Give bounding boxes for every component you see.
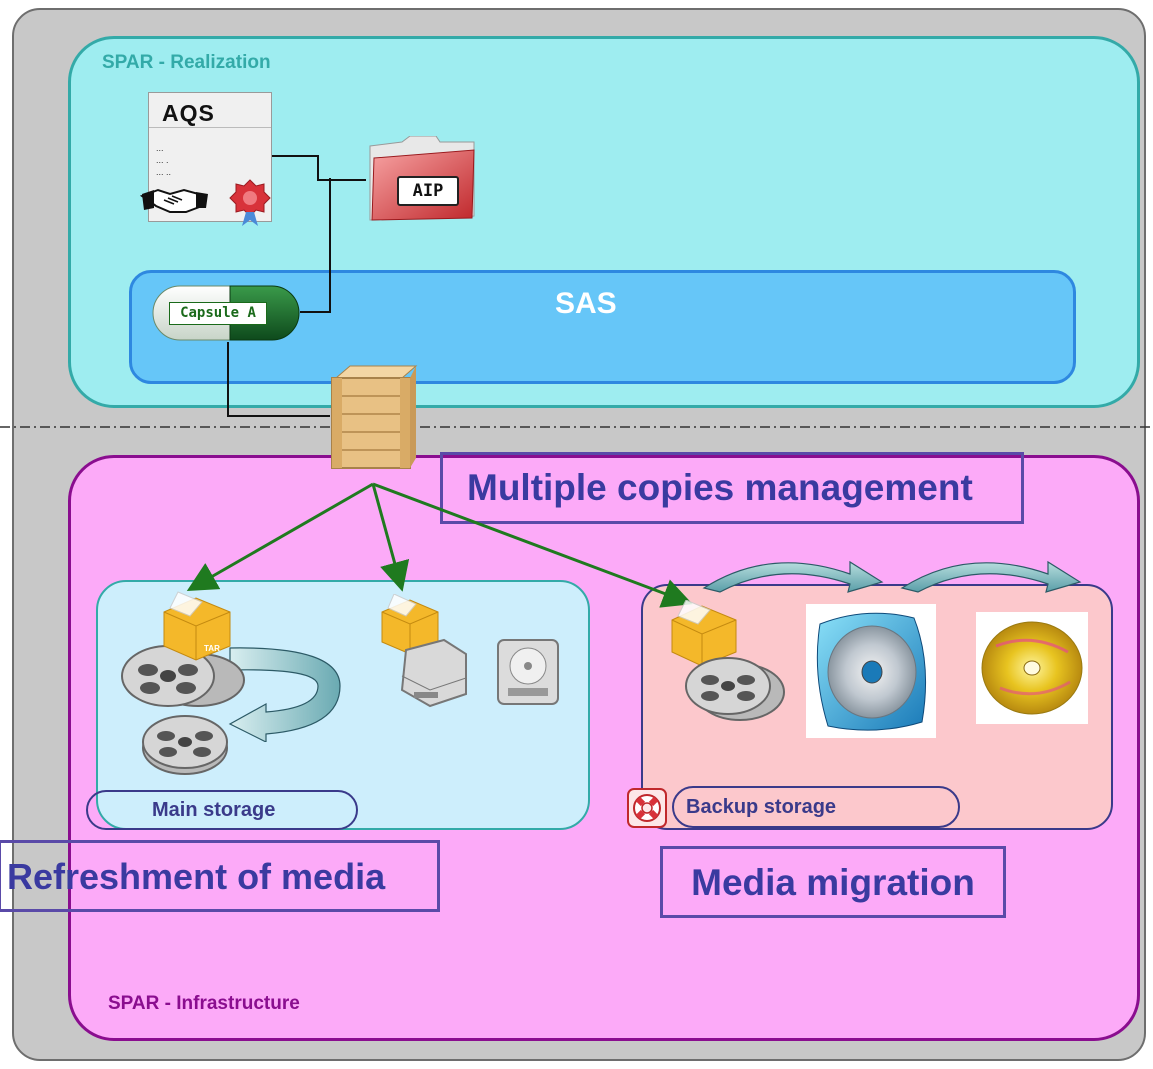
- backup-storage-label: Backup storage: [672, 786, 960, 828]
- capsule-label: Capsule A: [169, 302, 267, 325]
- sas-title: SAS: [555, 287, 617, 320]
- aqs-title: AQS: [162, 100, 215, 126]
- aip-label: AIP: [397, 176, 459, 206]
- aqs-line-3: ... ..: [156, 167, 172, 177]
- gold-disc-image: [976, 612, 1088, 724]
- aqs-line-1: ...: [156, 143, 164, 153]
- aqs-lines: ... ... . ... ..: [156, 142, 171, 178]
- refreshment-callout: Refreshment of media: [0, 840, 440, 912]
- lifebuoy-icon: [627, 788, 667, 828]
- film-reel-icon: [121, 645, 245, 707]
- aqs-line-2: ... .: [156, 155, 169, 165]
- optical-disc-image: [806, 604, 936, 738]
- tar-package-icon: [671, 600, 737, 667]
- separator-line: [0, 426, 1153, 428]
- crate-icon: [331, 365, 418, 469]
- gold-disc-icon: [981, 621, 1083, 715]
- tar-package-icon: [163, 591, 231, 661]
- multiple-copies-callout: Multiple copies management: [440, 452, 1024, 524]
- handshake-icon: [140, 188, 208, 213]
- tar-label: TAR: [204, 644, 220, 653]
- seal-icon: [229, 179, 271, 226]
- hard-drive-icon: [400, 638, 467, 708]
- film-reel-icon: [142, 715, 228, 775]
- blue-disc-icon: [816, 612, 927, 731]
- infrastructure-label: SPAR - Infrastructure: [108, 993, 300, 1014]
- main-storage-label: Main storage: [86, 790, 358, 830]
- sas-box: [129, 270, 1076, 384]
- film-reel-icon: [685, 657, 785, 721]
- migration-callout: Media migration: [660, 846, 1006, 918]
- refresh-arrow: [228, 647, 341, 742]
- hard-drive-icon: [497, 639, 559, 705]
- realization-label: SPAR - Realization: [102, 52, 271, 73]
- migration-arrows: [702, 560, 1082, 593]
- tar-package-icon: [381, 594, 439, 655]
